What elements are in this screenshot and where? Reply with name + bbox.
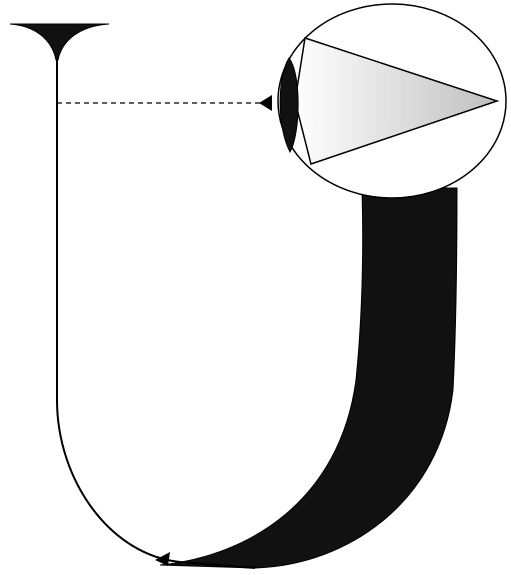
funnel-top: [10, 24, 109, 60]
thick-return-band: [160, 188, 457, 568]
direction-arrow: [155, 552, 170, 566]
sight-arrowhead: [259, 95, 272, 111]
u-bend-path: [57, 400, 255, 568]
